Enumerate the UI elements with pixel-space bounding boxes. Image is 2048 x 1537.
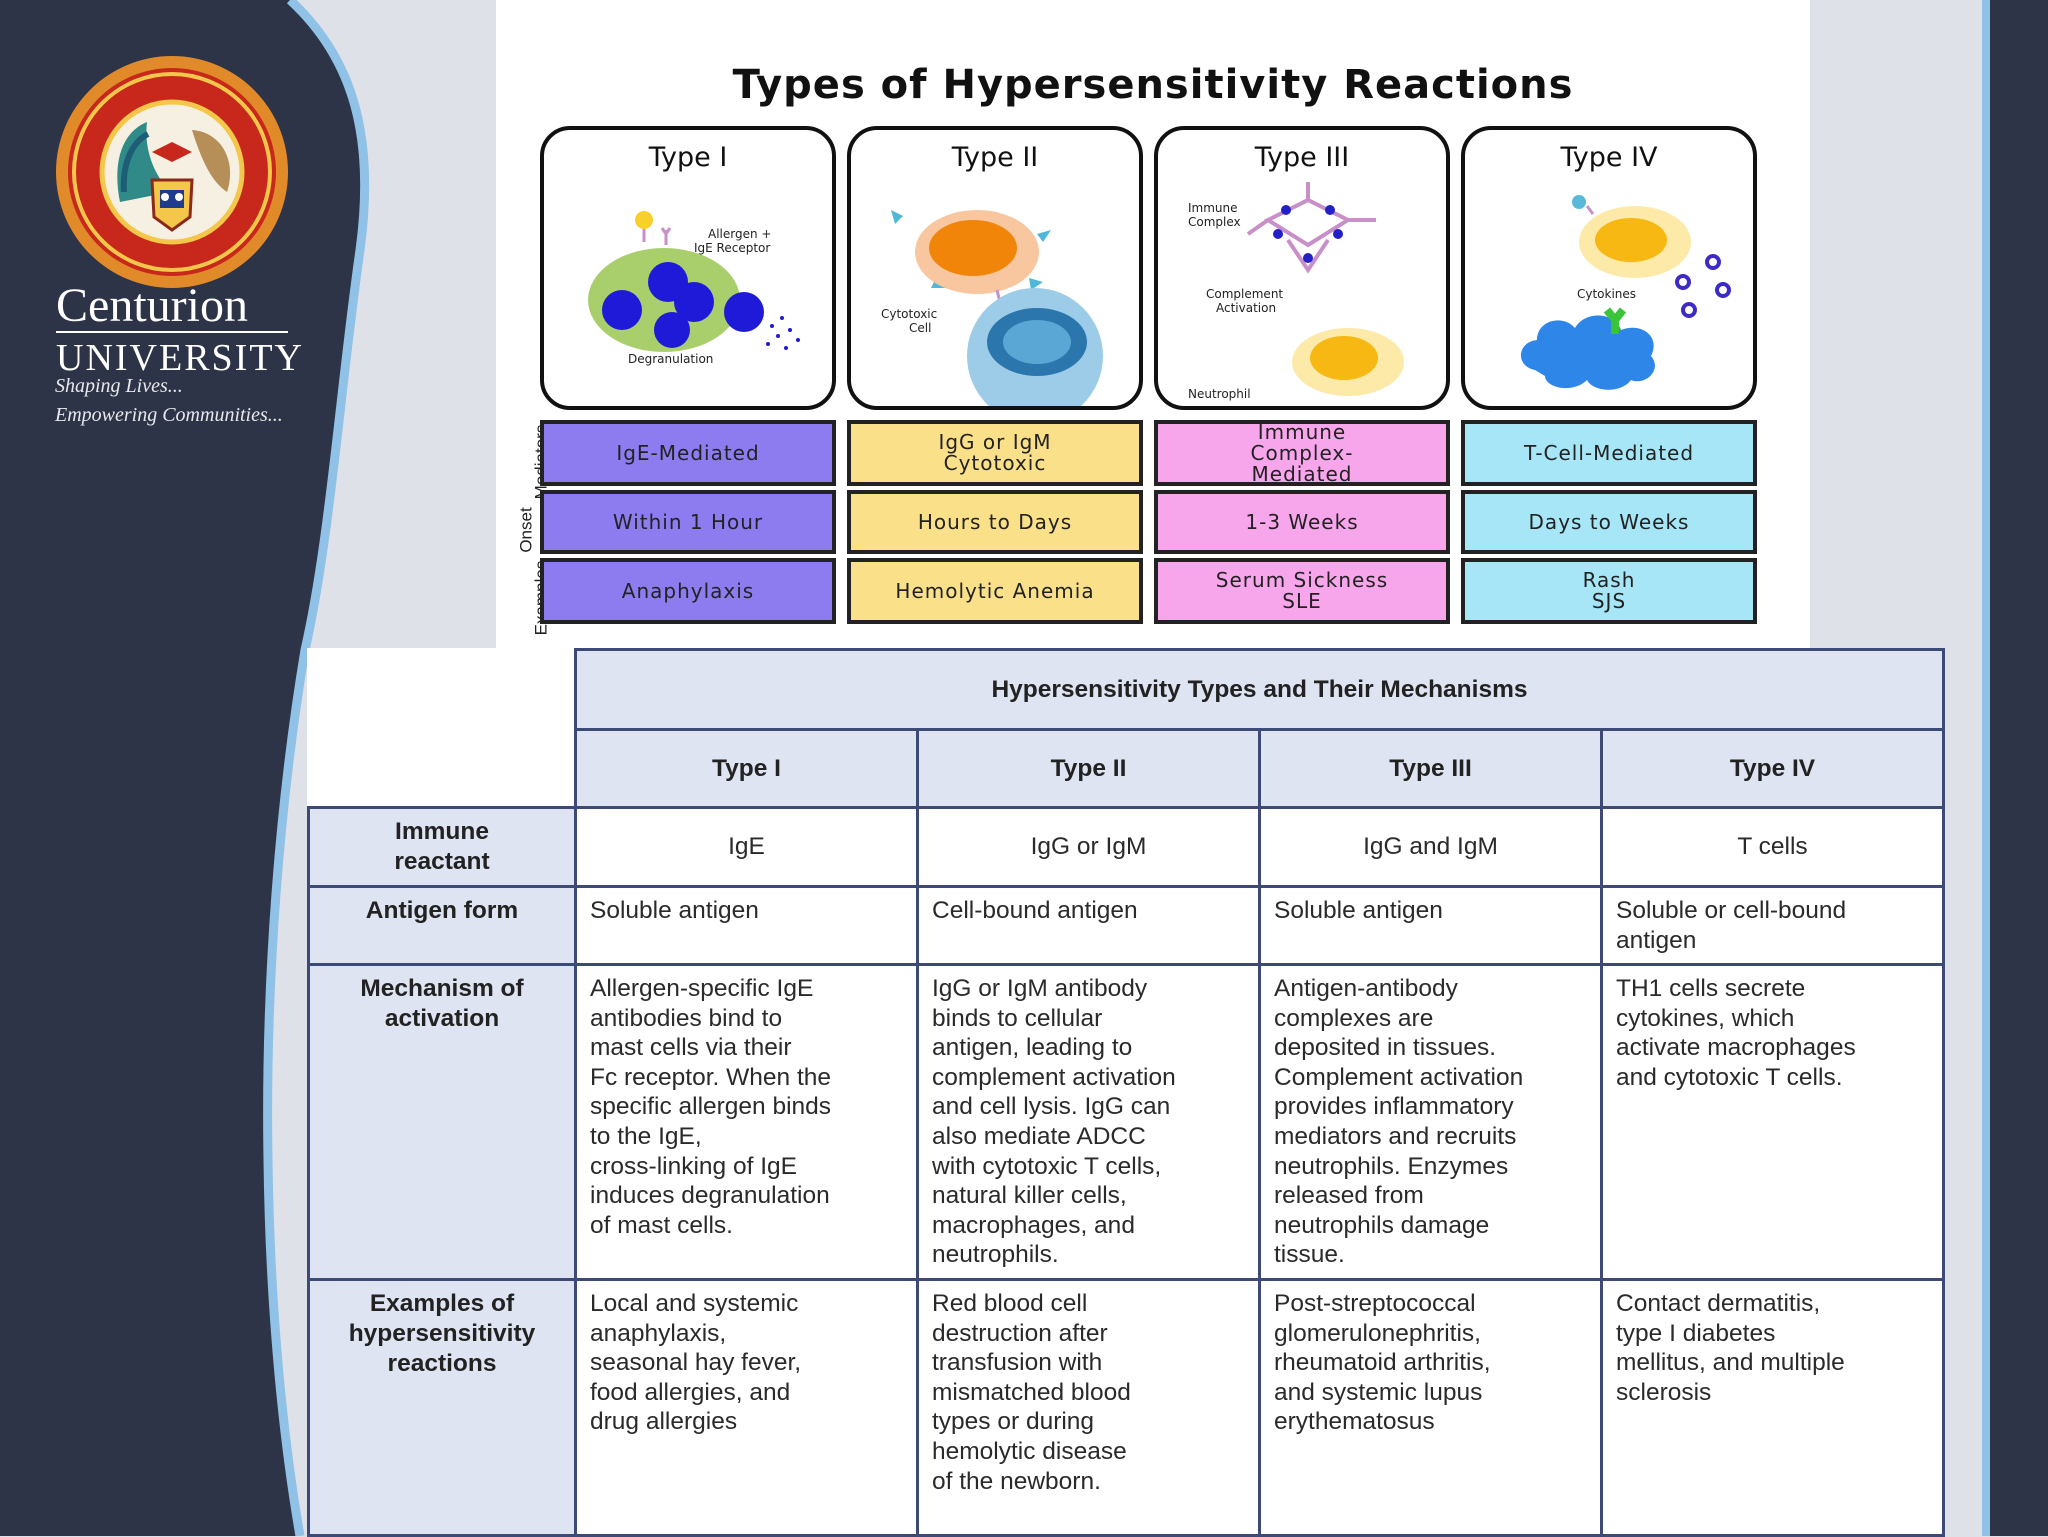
table-row: Immune reactant IgE IgG or IgM IgG and I…	[307, 806, 1945, 888]
left-dark-panel	[0, 0, 365, 1536]
diagram-title: Types of Hypersensitivity Reactions	[732, 62, 1574, 108]
table-corner-blank	[308, 649, 576, 730]
cell-type-1-onset: Within 1 Hour	[540, 490, 836, 554]
label-allergen: Allergen +	[708, 227, 771, 241]
row-header-examples: Examples of hypersensitivity reactions	[307, 1278, 577, 1537]
university-name-line2: UNIVERSITY	[56, 337, 304, 379]
column-header-type-4: Type IV	[1600, 728, 1945, 809]
table-row: Examples of hypersensitivity reactions L…	[307, 1278, 1945, 1537]
panel-title: Type II	[951, 142, 1039, 173]
table-cell: IgG and IgM	[1258, 806, 1603, 888]
label-activation: Activation	[1216, 301, 1276, 315]
label-complex: Complex	[1188, 215, 1241, 229]
label-ige-receptor: IgE Receptor	[694, 241, 770, 255]
cell-type-2-onset: Hours to Days	[847, 490, 1143, 554]
label-immune: Immune	[1188, 201, 1238, 215]
row-header-immune-reactant: Immune reactant	[307, 806, 577, 888]
column-header-type-3: Type III	[1258, 728, 1603, 809]
table-cell: IgG or IgM	[916, 806, 1261, 888]
panel-title: Type III	[1254, 142, 1350, 173]
immune-complex-illustration: Immune Complex Complement Activation Neu…	[1188, 182, 1404, 401]
column-header-type-2: Type II	[916, 728, 1261, 809]
label-cell: Cell	[909, 321, 931, 335]
tagline-line2: Empowering Communities...	[55, 404, 283, 426]
table-row: Mechanism of activation Allergen-specifi…	[307, 963, 1945, 1281]
cell-type-4-mediators: T-Cell-Mediated	[1461, 420, 1757, 486]
university-tagline: Shaping Lives... Empowering Communities.…	[55, 372, 283, 430]
panel-type-1: Type I Allergen + IgE Receptor Degranula…	[540, 126, 836, 410]
row-header-antigen-form: Antigen form	[307, 885, 577, 966]
row-header-mechanism: Mechanism of activation	[307, 963, 577, 1281]
table-cell: IgE	[574, 806, 919, 888]
table-title: Hypersensitivity Types and Their Mechani…	[574, 648, 1945, 731]
row-label-mediators: Mediators	[504, 425, 550, 500]
row-label-examples: Examples	[504, 561, 550, 636]
cell-type-2-examples: Hemolytic Anemia	[847, 558, 1143, 624]
table-cell: T cells	[1600, 806, 1945, 888]
mechanisms-table: Hypersensitivity Types and Their Mechani…	[307, 648, 1945, 1537]
left-accent-curve	[263, 0, 370, 1536]
t-cell-cytokine-illustration: Cytokines	[1520, 195, 1731, 390]
panel-title: Type IV	[1560, 142, 1658, 173]
mast-cell-degranulation-illustration: Allergen + IgE Receptor Degranulation	[588, 211, 800, 366]
cell-type-1-examples: Anaphylaxis	[540, 558, 836, 624]
label-neutrophil: Neutrophil	[1188, 387, 1251, 401]
table-corner-blank	[308, 729, 576, 808]
row-label-onset: Onset	[516, 507, 536, 553]
university-seal-logo	[56, 56, 288, 288]
table-cell: Soluble antigen	[1258, 885, 1603, 966]
panel-title: Type I	[648, 142, 728, 173]
column-header-type-1: Type I	[574, 728, 919, 809]
cytotoxic-cell-illustration: Cytotoxic Cell	[881, 210, 1103, 406]
hypersensitivity-diagram: Types of Hypersensitivity Reactions Type…	[496, 0, 1810, 648]
panel-type-2: Type II Cytotoxic Cell	[847, 126, 1143, 410]
university-name-line1: Centurion	[56, 279, 248, 332]
label-degranulation: Degranulation	[628, 352, 713, 366]
table-cell: Soluble antigen	[574, 885, 919, 966]
university-name-rule	[56, 331, 288, 333]
right-accent-line	[1982, 0, 1990, 1536]
tagline-line1: Shaping Lives...	[55, 375, 183, 397]
cell-type-1-mediators: IgE-Mediated	[540, 420, 836, 486]
panel-type-3: Type III Immune Complex Complement Activ…	[1154, 126, 1450, 410]
label-cytotoxic: Cytotoxic	[881, 307, 937, 321]
university-name: Centurion UNIVERSITY	[56, 280, 304, 384]
label-complement: Complement	[1206, 287, 1283, 301]
table-cell: Cell-bound antigen	[916, 885, 1261, 966]
panel-type-4: Type IV Cytokines	[1461, 126, 1757, 410]
cell-type-3-onset: 1-3 Weeks	[1154, 490, 1450, 554]
cell-type-4-onset: Days to Weeks	[1461, 490, 1757, 554]
table-row: Antigen form Soluble antigen Cell-bound …	[307, 885, 1945, 966]
right-dark-bar	[1990, 0, 2048, 1536]
label-cytokines: Cytokines	[1577, 287, 1636, 301]
